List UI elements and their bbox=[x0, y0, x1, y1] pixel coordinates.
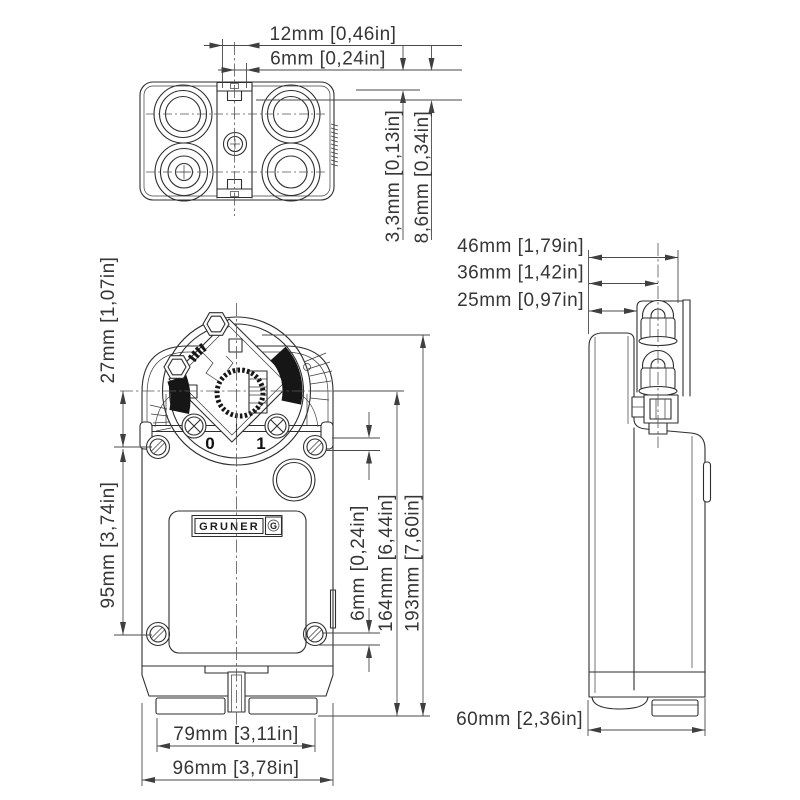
dim-body-depth-label: 60mm [2,36in] bbox=[456, 709, 583, 730]
dim-foot-spacing-label: 79mm [3,11in] bbox=[173, 724, 298, 745]
side-button-bump bbox=[702, 461, 712, 503]
mounting-screw bbox=[302, 621, 328, 647]
foot bbox=[155, 697, 226, 715]
side-view-dimensions: 46mm [1,79in] 36mm [1,42in] 25mm [0,97in… bbox=[456, 236, 706, 736]
side-slot bbox=[329, 589, 337, 629]
led-indicator bbox=[303, 363, 311, 371]
side-clamp-bracket bbox=[631, 299, 691, 435]
dim-step-label: 8,6mm [0,34in] bbox=[412, 111, 433, 244]
top-view-dimensions: 12mm [0,46in] 6mm [0,24in] 3,3mm [0,13in… bbox=[204, 24, 462, 243]
brand-logo-icon bbox=[267, 519, 280, 532]
dim-shaft-axis-label: 36mm [1,42in] bbox=[457, 263, 584, 284]
foot bbox=[591, 696, 649, 710]
clamp-bolt bbox=[202, 312, 230, 336]
dial-screw bbox=[264, 413, 290, 439]
foot bbox=[651, 699, 699, 717]
front-view-dimensions: 27mm [1,07in] 95mm [3,74in] 6mm [0,24in]… bbox=[98, 257, 430, 786]
brand-logo-letter: G bbox=[270, 521, 277, 531]
brand-name: GRUNER bbox=[199, 521, 260, 533]
brand-label: GRUNER G bbox=[191, 514, 283, 538]
dim-overall-height-label: 193mm [7,60in] bbox=[403, 494, 424, 632]
foot bbox=[248, 697, 318, 715]
dim-overall-width-label: 96mm [3,78in] bbox=[173, 758, 300, 779]
dim-center-offset-label: 6mm [0,24in] bbox=[270, 49, 386, 70]
cover-panel bbox=[168, 510, 307, 654]
scale-zero-label: 0 bbox=[205, 434, 214, 453]
manual-release-button bbox=[272, 458, 316, 502]
mounting-screw bbox=[302, 434, 328, 460]
dim-lip-label: 3,3mm [0,13in] bbox=[383, 110, 404, 243]
dim-depth-total-label: 46mm [1,79in] bbox=[457, 236, 584, 257]
front-view: 0 1 GRUNER G bbox=[120, 303, 403, 730]
center-screw bbox=[222, 131, 248, 157]
dial-screw bbox=[181, 413, 207, 439]
dim-tab-width-label: 12mm [0,46in] bbox=[270, 24, 397, 45]
mounting-screw bbox=[145, 621, 171, 647]
grip-ribs bbox=[330, 123, 339, 167]
clamp-bolt bbox=[163, 355, 191, 379]
scale-one-label: 1 bbox=[256, 434, 265, 453]
top-view bbox=[139, 42, 339, 216]
dim-clamp-face-label: 25mm [0,97in] bbox=[457, 290, 584, 311]
angle-scale bbox=[149, 342, 333, 432]
side-view bbox=[588, 243, 712, 717]
dim-shaft-to-bottom-label: 164mm [6,44in] bbox=[376, 494, 397, 632]
dim-mount-spacing-label: 95mm [3,74in] bbox=[98, 482, 119, 609]
dim-screw-offset-label: 6mm [0,24in] bbox=[348, 505, 369, 621]
dim-top-to-shaft-label: 27mm [1,07in] bbox=[98, 257, 119, 384]
